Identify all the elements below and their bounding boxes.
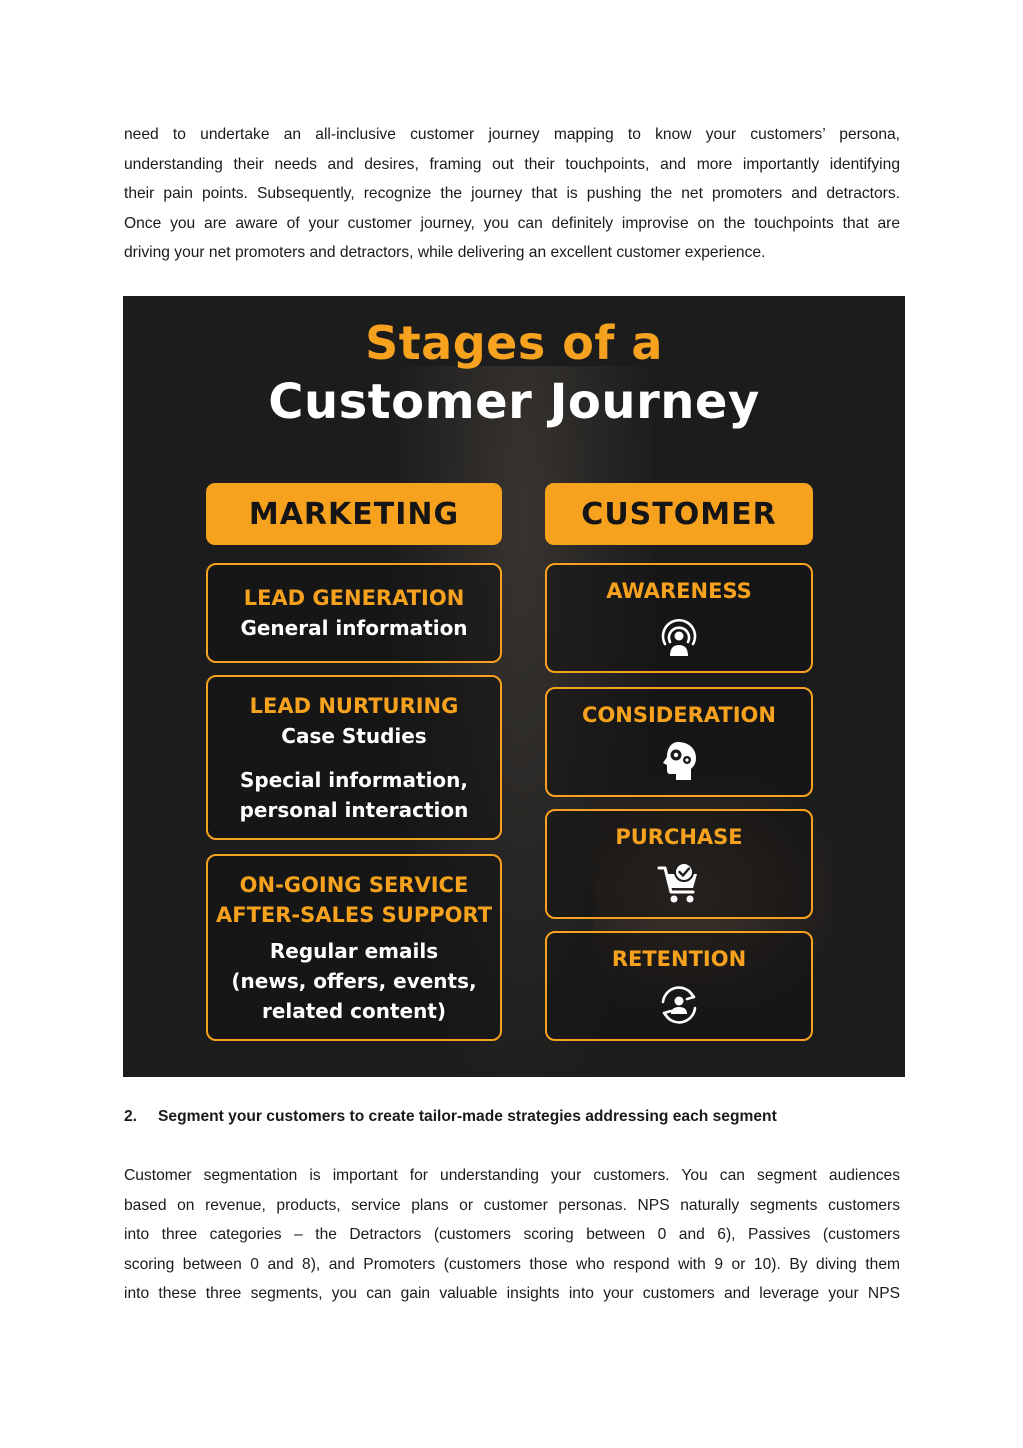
infographic-title-line2: Customer Journey xyxy=(268,374,760,430)
card-title: AWARENESS xyxy=(606,579,752,603)
marketing-header: MARKETING xyxy=(206,483,502,545)
card-title: CONSIDERATION xyxy=(582,703,776,727)
awareness-card: AWARENESS xyxy=(545,563,813,673)
card-title: PURCHASE xyxy=(615,825,743,849)
user-cycle-icon xyxy=(661,986,697,1024)
lead-nurturing-card: LEAD NURTURING Case Studies Special info… xyxy=(206,675,502,840)
customer-journey-infographic: Stages of a Customer Journey MARKETING C… xyxy=(123,296,905,1077)
text-line: driving your net promoters and detractor… xyxy=(124,244,766,262)
text-line: need to undertake an all-inclusive custo… xyxy=(124,126,900,143)
card-text: (news, offers, events, xyxy=(231,968,477,993)
card-text: Regular emails xyxy=(269,938,439,963)
infographic-title-line1: Stages of a xyxy=(365,316,663,370)
consideration-card: CONSIDERATION xyxy=(545,687,813,797)
text-line: understanding their needs and desires, f… xyxy=(124,155,900,173)
section-title: Segment your customers to create tailor-… xyxy=(158,1108,777,1125)
retention-card: RETENTION xyxy=(545,931,813,1041)
cart-check-icon xyxy=(657,862,697,903)
broadcast-person-icon xyxy=(661,618,697,656)
customer-header: CUSTOMER xyxy=(545,483,813,545)
section-heading: 2. Segment your customers to create tailo… xyxy=(124,1108,777,1126)
text-line: scoring between 0 and 8), and Promoters … xyxy=(124,1255,900,1273)
text-line: into these three segments, you can gain … xyxy=(124,1285,900,1303)
card-text: Case Studies xyxy=(281,723,427,748)
card-title: AFTER-SALES SUPPORT xyxy=(215,902,493,927)
card-title: ON-GOING SERVICE xyxy=(239,872,469,897)
text-line: based on revenue, products, service plan… xyxy=(124,1196,900,1214)
section-number: 2. xyxy=(124,1108,138,1125)
card-title: RETENTION xyxy=(611,947,747,971)
card-title: LEAD NURTURING xyxy=(249,693,459,718)
text-line: Customer segmentation is important for u… xyxy=(124,1167,900,1184)
text-line: into three categories – the Detractors (… xyxy=(124,1226,900,1244)
intro-paragraph: need to undertake an all-inclusive custo… xyxy=(124,120,900,268)
card-text: personal interaction xyxy=(239,797,469,822)
segment-paragraph: Customer segmentation is important for u… xyxy=(124,1161,900,1309)
ongoing-service-card: ON-GOING SERVICE AFTER-SALES SUPPORT Reg… xyxy=(206,854,502,1041)
purchase-card: PURCHASE xyxy=(545,809,813,919)
card-title: LEAD GENERATION xyxy=(243,586,465,610)
head-gears-icon xyxy=(663,742,696,780)
text-line: Once you are aware of your customer jour… xyxy=(124,214,900,232)
lead-generation-card: LEAD GENERATION General information xyxy=(206,563,502,663)
card-text: Special information, xyxy=(239,767,469,792)
text-line: their pain points. Subsequently, recogni… xyxy=(124,185,900,203)
card-text: related content) xyxy=(261,998,447,1023)
card-text: General information xyxy=(240,616,468,640)
